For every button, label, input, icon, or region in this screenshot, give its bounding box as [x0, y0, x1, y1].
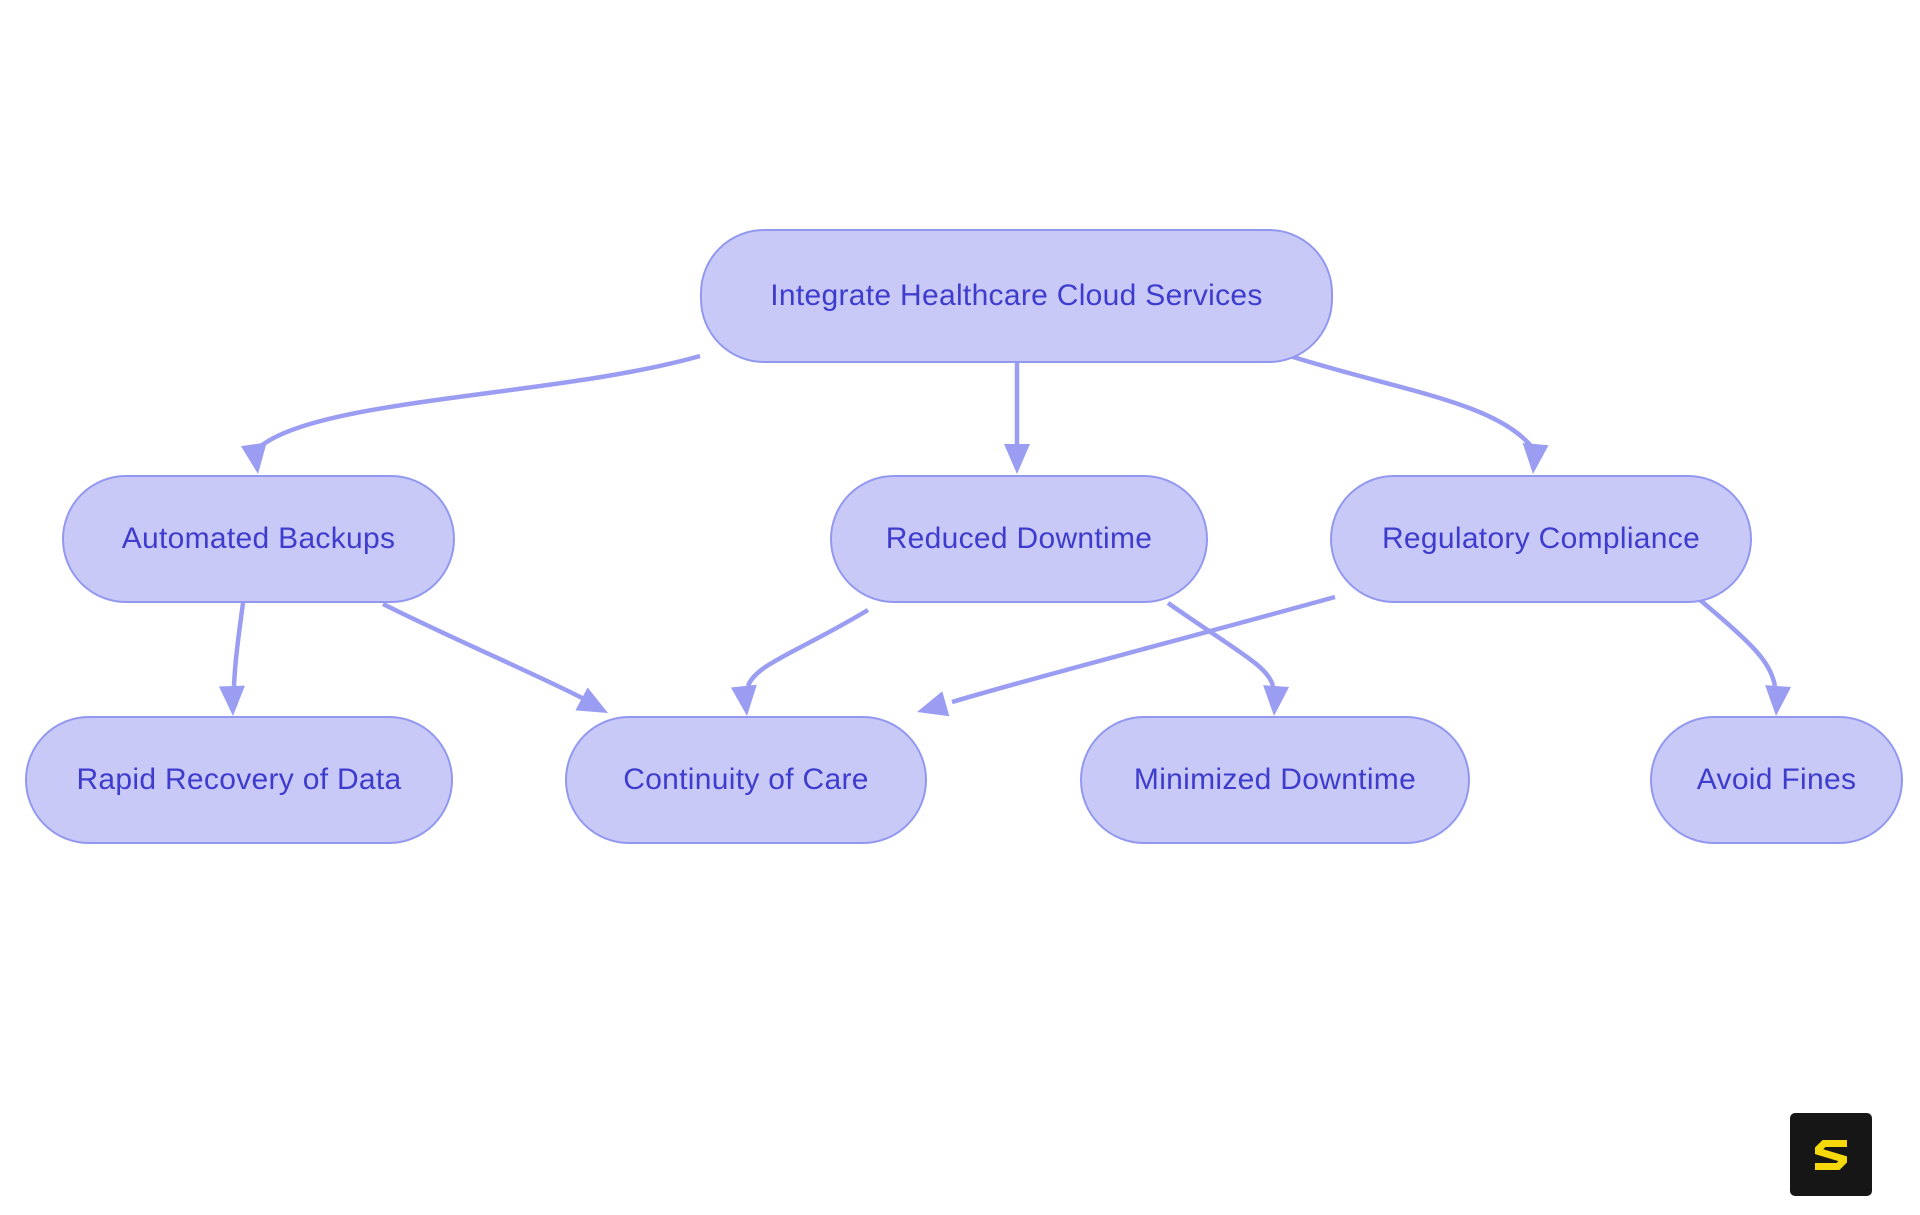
- flow-node-label: Rapid Recovery of Data: [76, 763, 402, 796]
- flow-node-label: Reduced Downtime: [885, 522, 1153, 555]
- arrowhead-continuity-of-care: [917, 691, 950, 717]
- s-logo: [1790, 1113, 1872, 1196]
- flow-node-minimized-downtime: Minimized Downtime: [1080, 716, 1470, 844]
- edge-integrate-healthcare-cloud-services-to-regulatory-compliance: [1289, 353, 1533, 448]
- edge-automated-backups-to-continuity-of-care: [381, 601, 586, 701]
- flow-node-label: Regulatory Compliance: [1381, 522, 1701, 555]
- arrowhead-reduced-downtime: [1004, 444, 1030, 474]
- flow-node-regulatory-compliance: Regulatory Compliance: [1330, 475, 1752, 603]
- flow-node-reduced-downtime: Reduced Downtime: [830, 475, 1208, 603]
- flow-node-automated-backups: Automated Backups: [62, 475, 455, 603]
- edge-integrate-healthcare-cloud-services-to-automated-backups: [259, 353, 701, 448]
- edge-reduced-downtime-to-minimized-downtime: [1166, 601, 1276, 687]
- flow-node-label: Integrate Healthcare Cloud Services: [770, 279, 1263, 312]
- flow-node-label: Avoid Fines: [1696, 763, 1857, 796]
- edge-automated-backups-to-rapid-recovery-of-data: [231, 602, 246, 687]
- arrowhead-minimized-downtime: [1263, 685, 1290, 716]
- arrowhead-regulatory-compliance: [1522, 442, 1549, 474]
- arrowhead-continuity-of-care: [575, 687, 608, 713]
- flow-node-avoid-fines: Avoid Fines: [1650, 716, 1903, 844]
- edge-regulatory-compliance-to-continuity-of-care: [951, 594, 1336, 705]
- s-logo-glyph: [1815, 1139, 1847, 1170]
- flow-node-label: Minimized Downtime: [1133, 763, 1417, 796]
- flow-node-label: Automated Backups: [121, 522, 396, 555]
- arrowhead-continuity-of-care: [730, 684, 757, 716]
- edge-reduced-downtime-to-continuity-of-care: [745, 608, 870, 687]
- flow-node-rapid-recovery-of-data: Rapid Recovery of Data: [25, 716, 453, 844]
- arrowhead-avoid-fines: [1765, 685, 1792, 716]
- flow-node-integrate-healthcare-cloud-services: Integrate Healthcare Cloud Services: [700, 229, 1333, 363]
- arrowhead-automated-backups: [240, 442, 267, 474]
- flow-node-label: Continuity of Care: [623, 763, 869, 796]
- arrowhead-rapid-recovery-of-data: [218, 685, 245, 716]
- edge-regulatory-compliance-to-avoid-fines: [1698, 598, 1778, 687]
- flow-node-continuity-of-care: Continuity of Care: [565, 716, 927, 844]
